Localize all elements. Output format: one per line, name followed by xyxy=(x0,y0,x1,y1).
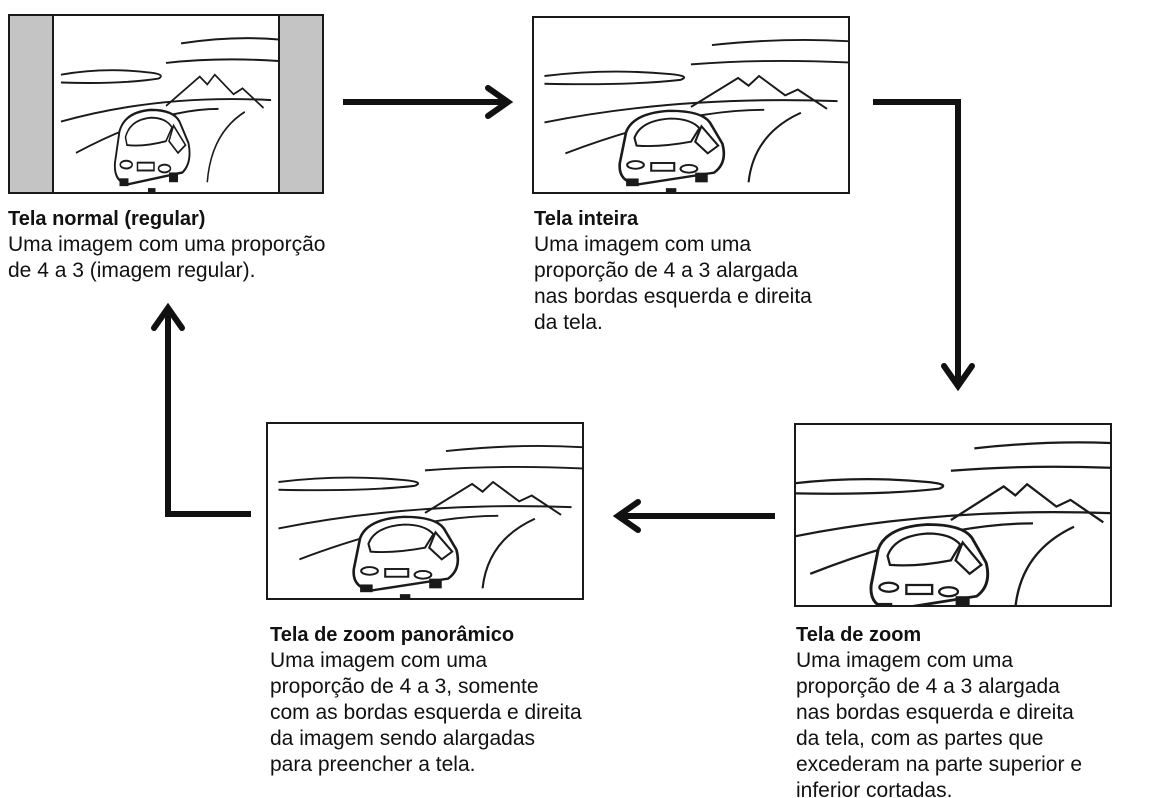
arrow-left-bottom xyxy=(612,499,775,533)
caption-title: Tela de zoom panorâmico xyxy=(270,624,515,646)
screen-zoom-image xyxy=(794,423,1112,607)
caption-full: Tela inteira Uma imagem com uma proporçã… xyxy=(534,206,934,336)
car-illustration xyxy=(796,440,1110,605)
caption-normal: Tela normal (regular) Uma imagem com uma… xyxy=(8,206,448,284)
caption-title: Tela de zoom xyxy=(796,624,922,646)
caption-title: Tela inteira xyxy=(534,208,639,230)
car-illustration xyxy=(59,36,280,192)
caption-body: Uma imagem com uma proporção de 4 a 3 (i… xyxy=(8,233,326,282)
left-side-bar xyxy=(10,16,54,192)
arrow-elbow-up xyxy=(151,302,251,517)
arrow-right-top xyxy=(343,85,514,119)
screen-full-image xyxy=(532,16,850,194)
caption-body: Uma imagem com uma proporção de 4 a 3 al… xyxy=(534,233,812,334)
caption-panoramic-zoom: Tela de zoom panorâmico Uma imagem com u… xyxy=(270,622,690,778)
right-side-bar xyxy=(278,16,322,192)
car-illustration xyxy=(543,38,848,192)
caption-title: Tela normal (regular) xyxy=(8,208,206,230)
caption-zoom: Tela de zoom Uma imagem com uma proporçã… xyxy=(796,622,1160,798)
car-illustration xyxy=(277,444,582,598)
caption-body: Uma imagem com uma proporção de 4 a 3, s… xyxy=(270,649,582,776)
screen-normal-image xyxy=(8,14,324,194)
screen-panoramic-zoom-image xyxy=(266,422,584,600)
caption-body: Uma imagem com uma proporção de 4 a 3 al… xyxy=(796,649,1082,798)
